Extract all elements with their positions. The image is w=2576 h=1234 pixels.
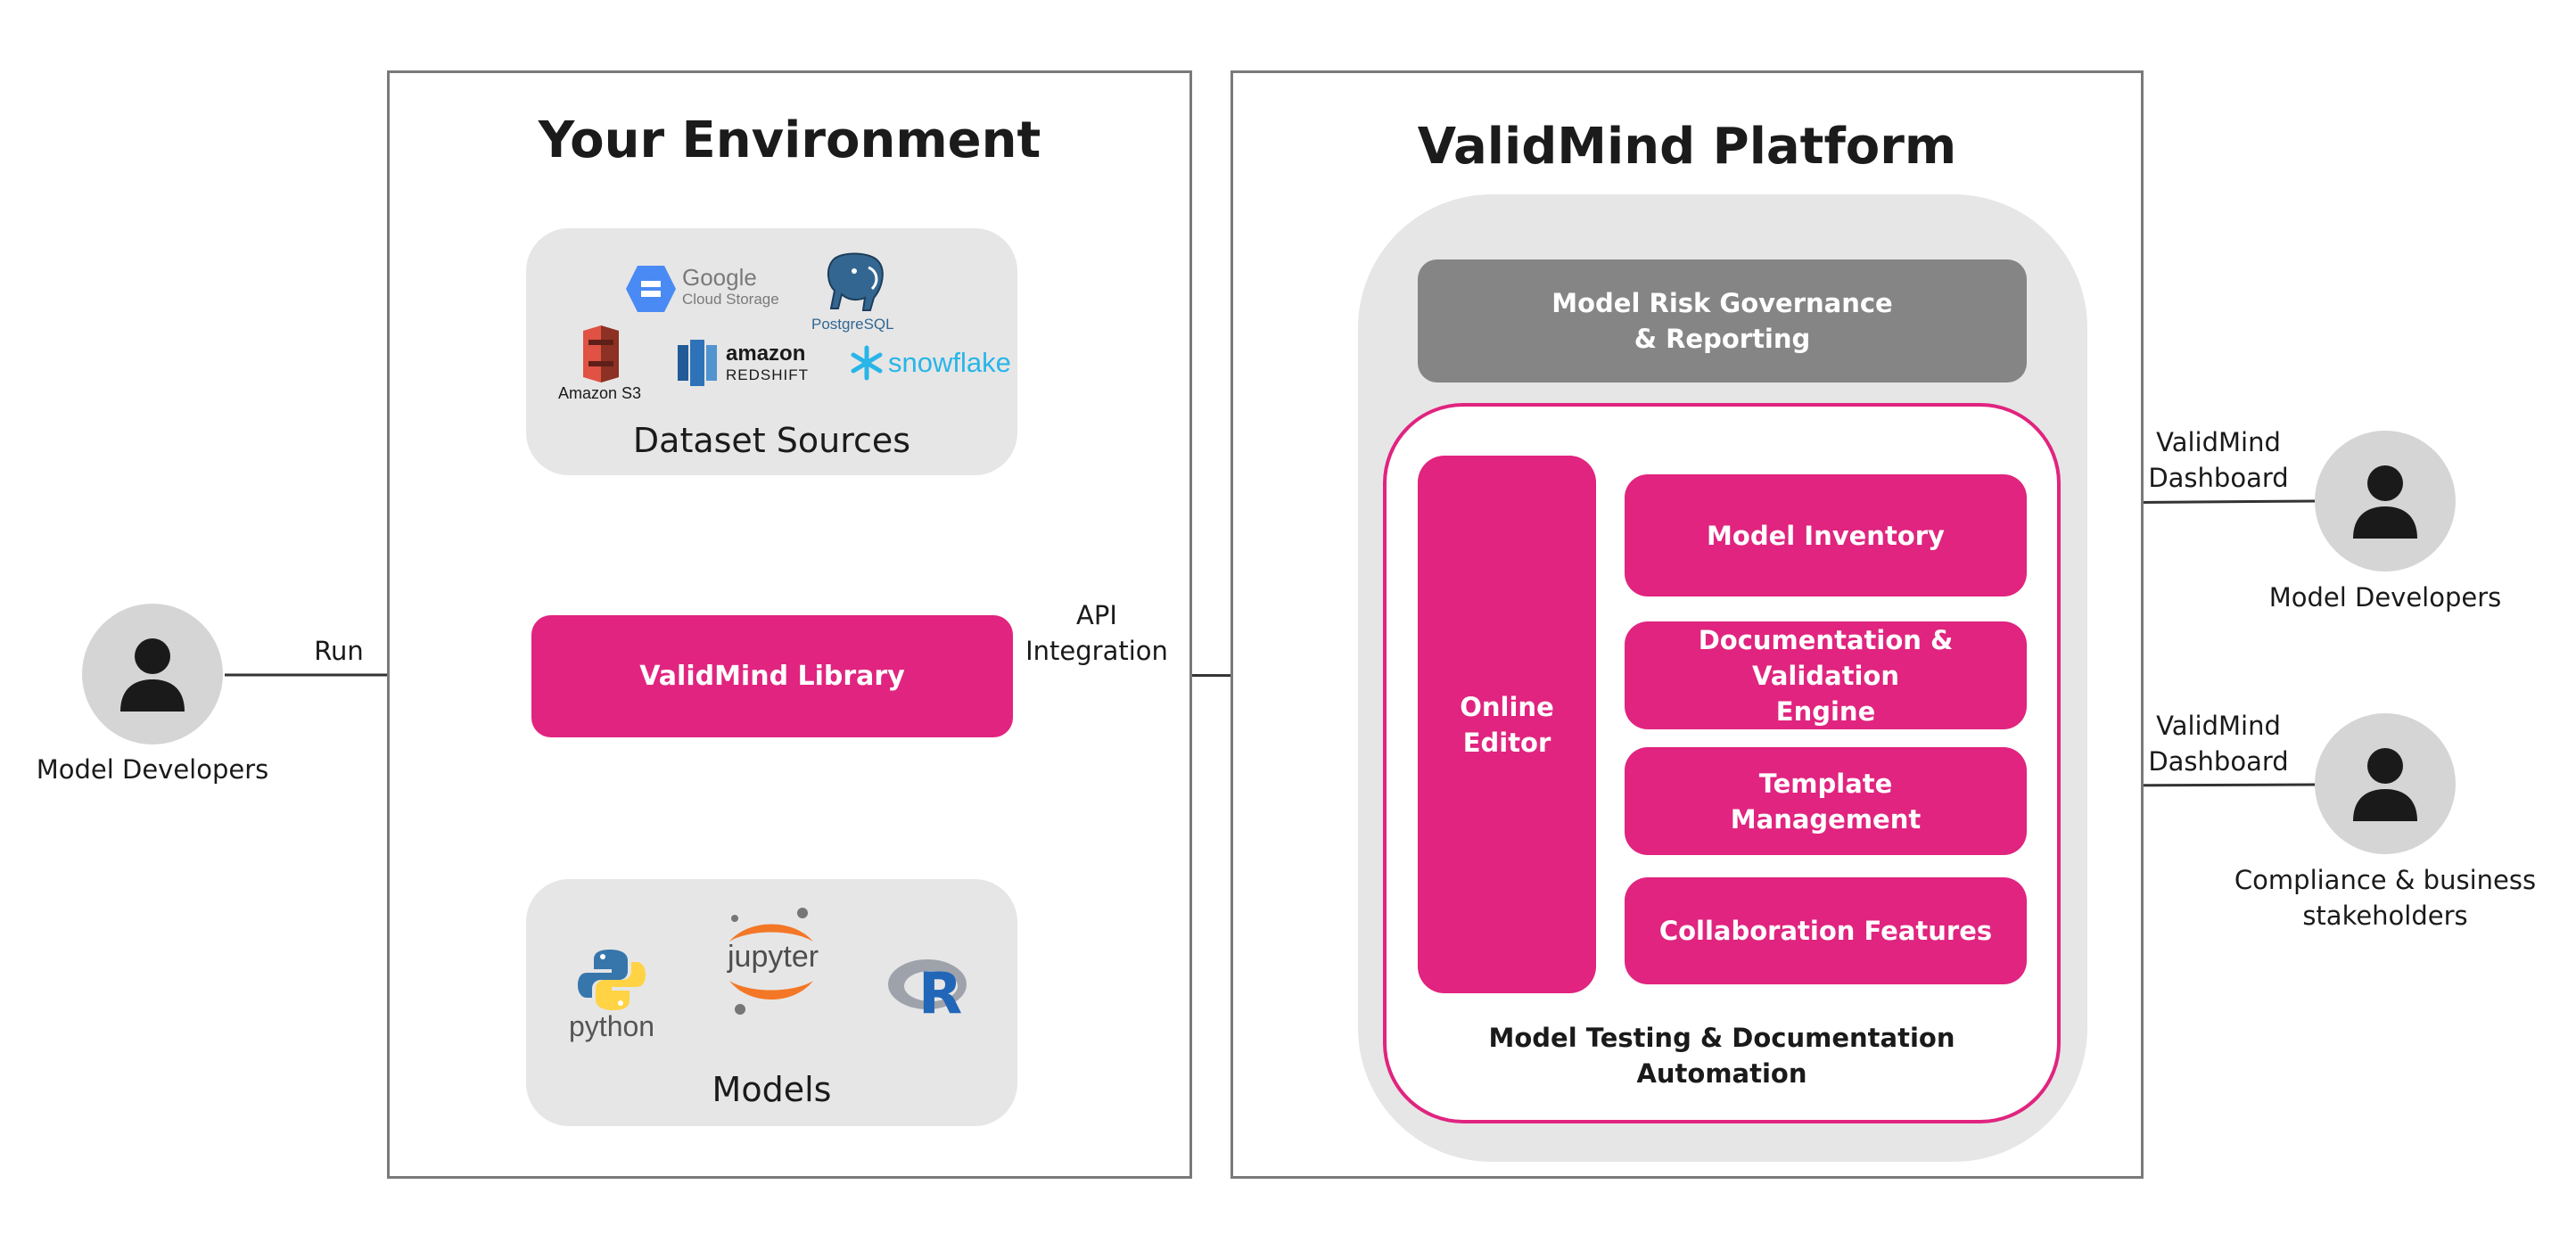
postgresql-logo: PostgreSQL: [811, 251, 904, 336]
dashboard-label-top: ValidMind Dashboard: [2148, 427, 2289, 493]
models-label: Models: [712, 1070, 832, 1109]
snowflake-text: snowflake: [888, 347, 1011, 378]
snowflake-logo: snowflake: [849, 345, 1011, 384]
redshift-line2: REDSHIFT: [726, 366, 809, 383]
gcs-line1: Google: [682, 264, 757, 291]
google-cloud-storage-icon: [626, 266, 676, 312]
model-developers-label-left: Model Developers: [36, 754, 269, 785]
amazon-redshift-icon: [678, 340, 717, 386]
online-editor-label: Online Editor: [1460, 691, 1554, 758]
snowflake-icon: [851, 345, 883, 381]
compliance-stakeholders-avatar: [2315, 713, 2456, 854]
model-developers-avatar-right: [2315, 431, 2456, 572]
validmind-platform-title: ValidMind Platform: [1417, 118, 1957, 176]
model-risk-governance-box: Model Risk Governance & Reporting: [1418, 259, 2027, 383]
redshift-line1: amazon: [726, 341, 806, 366]
r-icon: [888, 959, 967, 1009]
collaboration-features-box: Collaboration Features: [1625, 877, 2027, 984]
documentation-validation-engine-box: Documentation & Validation Engine: [1625, 621, 2027, 729]
model-testing-automation-label: Model Testing & Documentation Automation: [1488, 1023, 1955, 1089]
jupyter-logo: jupyter: [722, 906, 820, 1022]
amazon-s3-logo: Amazon S3: [556, 325, 646, 406]
dataset-sources-label: Dataset Sources: [632, 421, 911, 460]
api-integration-label: API Integration: [1025, 600, 1168, 666]
model-inventory-label: Model Inventory: [1707, 520, 1945, 551]
model-developers-label-right: Model Developers: [2268, 582, 2502, 613]
validmind-library-label: ValidMind Library: [639, 661, 905, 692]
r-logo: R: [886, 954, 975, 1025]
google-cloud-storage-logo: Google Cloud Storage: [624, 262, 802, 316]
python-text: python: [569, 1010, 655, 1042]
amazon-redshift-logo: amazon REDSHIFT: [676, 338, 819, 391]
gcs-line2: Cloud Storage: [682, 291, 779, 308]
model-inventory-box: Model Inventory: [1625, 474, 2027, 596]
validmind-library-box: ValidMind Library: [531, 615, 1013, 737]
r-text: R: [918, 961, 963, 1027]
postgresql-elephant-icon: [827, 252, 884, 311]
postgresql-text: PostgreSQL: [811, 316, 894, 333]
person-icon: [2353, 465, 2417, 539]
person-icon: [120, 638, 185, 712]
jupyter-text: jupyter: [728, 940, 819, 974]
python-logo: python: [564, 948, 662, 1046]
model-developers-avatar-left: [82, 604, 223, 745]
compliance-stakeholders-label: Compliance & business stakeholders: [2234, 865, 2537, 931]
amazon-s3-text: Amazon S3: [558, 384, 642, 402]
collaboration-features-label: Collaboration Features: [1658, 916, 1993, 946]
template-management-box: Template Management: [1625, 747, 2027, 855]
person-icon: [2353, 748, 2417, 821]
model-risk-governance-label: Model Risk Governance & Reporting: [1551, 288, 1893, 354]
run-label: Run: [314, 636, 364, 666]
dashboard-label-bottom: ValidMind Dashboard: [2148, 711, 2289, 777]
amazon-s3-icon: [583, 325, 619, 383]
documentation-validation-engine-label: Documentation & Validation Engine: [1698, 624, 1954, 727]
online-editor-box: Online Editor: [1418, 456, 1596, 993]
python-icon: [578, 950, 646, 1010]
template-management-label: Template Management: [1730, 768, 1922, 835]
your-environment-title: Your Environment: [538, 111, 1041, 169]
jupyter-icon: [729, 908, 813, 1015]
